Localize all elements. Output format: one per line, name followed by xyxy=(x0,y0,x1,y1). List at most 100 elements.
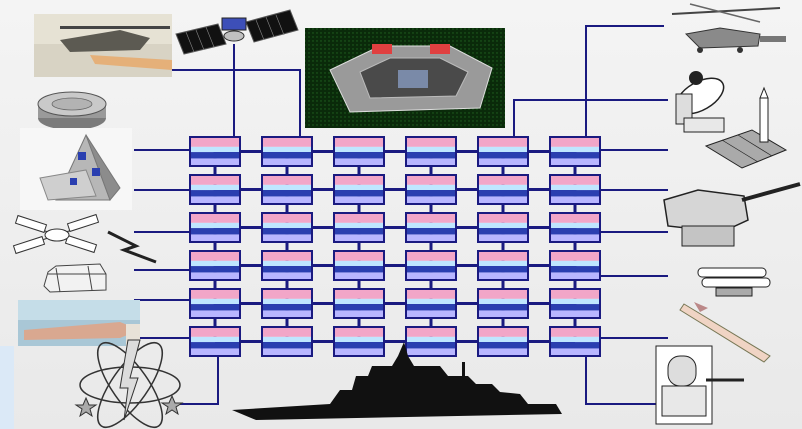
switch-node xyxy=(189,136,241,167)
ew-link xyxy=(178,356,219,405)
node-border xyxy=(333,136,385,167)
switch-node xyxy=(333,326,385,357)
node-band xyxy=(406,184,456,191)
helicopter-photo xyxy=(34,14,172,77)
node-band xyxy=(550,175,600,185)
node-border xyxy=(333,288,385,319)
switch-node xyxy=(549,174,601,205)
command-center-photo xyxy=(305,28,505,128)
node-band xyxy=(190,228,240,235)
node-band xyxy=(262,272,312,280)
node-band xyxy=(406,260,456,267)
drone-link xyxy=(585,25,664,137)
node-band xyxy=(550,310,600,318)
node-border xyxy=(333,212,385,243)
node-band xyxy=(334,298,384,305)
node-band xyxy=(190,222,240,229)
switch-node xyxy=(477,212,529,243)
missile xyxy=(679,302,771,363)
switch-node xyxy=(261,174,313,205)
node-band xyxy=(334,289,384,299)
torpedo-tubes xyxy=(697,267,771,297)
node-border xyxy=(333,250,385,281)
node-band xyxy=(190,184,240,191)
node-band xyxy=(262,158,312,166)
node-band xyxy=(406,348,456,356)
node-border xyxy=(333,326,385,357)
node-band xyxy=(478,266,528,273)
switch-node xyxy=(333,174,385,205)
node-band xyxy=(478,260,528,267)
node-band xyxy=(550,298,600,305)
node-band xyxy=(190,289,240,299)
switch-node xyxy=(405,212,457,243)
node-band xyxy=(478,336,528,343)
node-band xyxy=(262,190,312,197)
node-border xyxy=(189,174,241,205)
node-band xyxy=(550,251,600,261)
node-band xyxy=(334,146,384,153)
node-border xyxy=(189,212,241,243)
node-band xyxy=(478,196,528,204)
node-band xyxy=(190,175,240,185)
node-band xyxy=(190,272,240,280)
node-band xyxy=(550,304,600,311)
node-band xyxy=(190,342,240,349)
node-band xyxy=(334,213,384,223)
switch-node xyxy=(549,212,601,243)
node-band xyxy=(478,190,528,197)
node-band xyxy=(478,228,528,235)
switch-node xyxy=(333,136,385,167)
node-band xyxy=(190,213,240,223)
node-band xyxy=(262,234,312,242)
node-border xyxy=(549,212,601,243)
node-band xyxy=(334,184,384,191)
dish-link xyxy=(513,99,668,137)
node-band xyxy=(550,222,600,229)
node-band xyxy=(334,266,384,273)
radar-antenna xyxy=(12,213,157,264)
node-band xyxy=(478,175,528,185)
ciws-gun xyxy=(655,345,744,425)
node-band xyxy=(478,222,528,229)
node-band xyxy=(334,228,384,235)
node-band xyxy=(190,304,240,311)
node-border xyxy=(189,326,241,357)
node-band xyxy=(262,289,312,299)
node-border xyxy=(549,288,601,319)
node-band xyxy=(550,137,600,147)
node-border xyxy=(477,288,529,319)
node-band xyxy=(190,152,240,159)
node-border xyxy=(405,136,457,167)
node-border xyxy=(549,326,601,357)
node-band xyxy=(334,342,384,349)
node-border xyxy=(333,174,385,205)
node-border xyxy=(405,174,457,205)
node-band xyxy=(190,336,240,343)
node-border xyxy=(477,326,529,357)
node-border xyxy=(261,288,313,319)
node-border xyxy=(261,212,313,243)
node-border xyxy=(477,212,529,243)
node-band xyxy=(406,342,456,349)
node-band xyxy=(550,196,600,204)
node-band xyxy=(550,272,600,280)
node-band xyxy=(190,137,240,147)
node-band xyxy=(406,327,456,337)
sea-mine xyxy=(37,91,107,130)
ciws-link xyxy=(585,356,656,405)
node-band xyxy=(190,298,240,305)
node-border xyxy=(549,250,601,281)
node-band xyxy=(406,310,456,318)
node-band xyxy=(334,336,384,343)
node-band xyxy=(190,266,240,273)
node-band xyxy=(406,222,456,229)
node-band xyxy=(550,289,600,299)
node-band xyxy=(550,234,600,242)
node-band xyxy=(334,272,384,280)
node-band xyxy=(478,348,528,356)
node-band xyxy=(190,196,240,204)
node-band xyxy=(190,310,240,318)
node-band xyxy=(334,234,384,242)
